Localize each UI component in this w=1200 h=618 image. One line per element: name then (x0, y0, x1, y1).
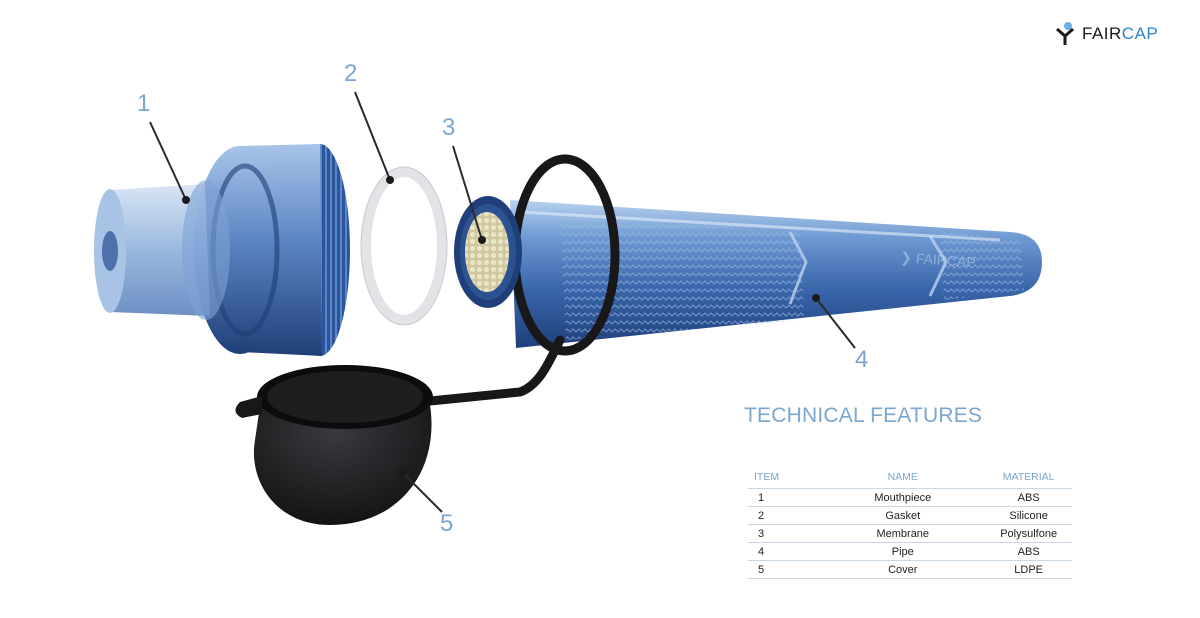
technical-features-table: ITEM NAME MATERIAL 1 Mouthpiece ABS 2 Ga… (748, 470, 1072, 579)
faircap-logo: FAIRCAP (1056, 22, 1158, 46)
table-row: 5 Cover LDPE (748, 560, 1072, 579)
mouthpiece-part (94, 144, 350, 356)
header-name: NAME (820, 470, 986, 489)
cell-name: Gasket (820, 506, 986, 525)
cell-item: 3 (748, 524, 821, 543)
logo-word-cap: CAP (1121, 24, 1159, 43)
gasket-part (360, 166, 448, 326)
cover-part (235, 154, 620, 525)
logo-word-fair: FAIR (1082, 24, 1122, 43)
table-header-row: ITEM NAME MATERIAL (748, 470, 1072, 489)
callout-5: 5 (440, 510, 454, 537)
cell-item: 4 (748, 542, 821, 561)
table-row: 3 Membrane Polysulfone (748, 524, 1072, 543)
cell-item: 1 (748, 488, 821, 507)
table-row: 2 Gasket Silicone (748, 506, 1072, 525)
cell-material: LDPE (985, 560, 1072, 579)
callout-2: 2 (344, 60, 358, 87)
membrane-part (454, 196, 522, 308)
callout-1: 1 (137, 90, 151, 117)
cell-material: Silicone (985, 506, 1072, 525)
cell-item: 5 (748, 560, 821, 579)
table-row: 1 Mouthpiece ABS (748, 488, 1072, 507)
cell-name: Mouthpiece (820, 488, 986, 507)
cell-item: 2 (748, 506, 821, 525)
pipe-part: ❯ FAIRCAP (510, 200, 1042, 348)
header-item: ITEM (748, 470, 821, 489)
table-row: 4 Pipe ABS (748, 542, 1072, 561)
cell-name: Membrane (820, 524, 986, 543)
cell-material: Polysulfone (985, 524, 1072, 543)
cell-name: Cover (820, 560, 986, 579)
leader-lines (149, 91, 856, 513)
header-material: MATERIAL (985, 470, 1072, 489)
callout-3: 3 (442, 114, 456, 141)
cell-material: ABS (985, 488, 1072, 507)
leader-dots (182, 176, 820, 476)
pipe-emboss: ❯ FAIRCAP (900, 249, 977, 271)
technical-features-title: TECHNICAL FEATURES (744, 404, 983, 427)
logo-wordmark: FAIRCAP (1082, 24, 1158, 44)
callout-4: 4 (855, 346, 869, 373)
faircap-logo-icon (1056, 22, 1074, 45)
cell-name: Pipe (820, 542, 986, 561)
cell-material: ABS (985, 542, 1072, 561)
